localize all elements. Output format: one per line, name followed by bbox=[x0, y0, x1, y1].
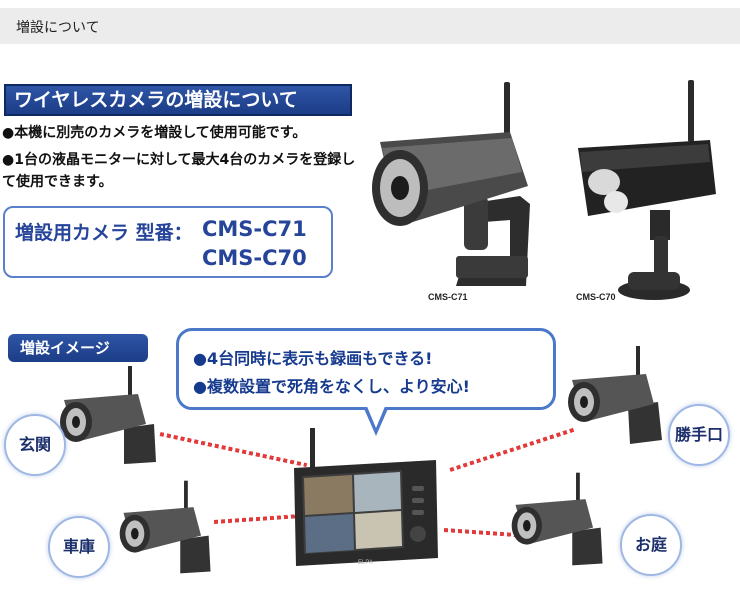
monitor-brand: ELPA bbox=[358, 560, 373, 566]
bullet-camera-icon bbox=[372, 82, 530, 286]
model-label: 増設用カメラ 型番： bbox=[15, 222, 193, 244]
image-section-tab: 増設イメージ bbox=[8, 334, 148, 362]
title-bar: 増設について bbox=[0, 8, 740, 44]
location-shako: 車庫 bbox=[48, 516, 110, 578]
link-line-genkan bbox=[159, 432, 308, 468]
location-katteguchi: 勝手口 bbox=[668, 404, 730, 466]
callout-line-1: ●4台同時に表示も録画もできる! bbox=[193, 349, 433, 368]
callout-line-2: ●複数設置で死角をなくし、より安心! bbox=[193, 377, 470, 396]
camera-katteguchi-icon bbox=[568, 346, 662, 444]
section-heading: ワイヤレスカメラの増設について bbox=[4, 84, 352, 116]
camera-shako-icon bbox=[119, 480, 211, 574]
bullet-text-2: ●1台の液晶モニターに対して最大4台のカメラを登録して使用できます。 bbox=[2, 152, 356, 190]
bullet-text-1: ●本機に別売のカメラを増設して使用可能です。 bbox=[2, 125, 307, 141]
photo-caption-cms-c71: CMS-C71 bbox=[428, 292, 468, 302]
lcd-monitor-icon: ELPA bbox=[294, 428, 438, 566]
speech-bubble: ●4台同時に表示も録画もできる! ●複数設置で死角をなくし、より安心! bbox=[176, 328, 556, 410]
location-oniwa: お庭 bbox=[620, 514, 682, 576]
location-genkan: 玄関 bbox=[4, 414, 66, 476]
speech-bubble-tail-inner bbox=[366, 404, 386, 428]
link-line-katteguchi bbox=[449, 427, 575, 472]
page-title: 増設について bbox=[16, 20, 100, 36]
camera-genkan-icon bbox=[60, 366, 156, 464]
compatible-models-box: 増設用カメラ 型番： CMS-C71 CMS-C70 bbox=[3, 206, 333, 278]
box-camera-icon bbox=[578, 80, 716, 300]
camera-oniwa-icon bbox=[511, 472, 603, 566]
model-number-2: CMS-C70 bbox=[202, 246, 307, 270]
photo-caption-cms-c70: CMS-C70 bbox=[576, 292, 616, 302]
model-number-1: CMS-C71 bbox=[202, 217, 307, 241]
